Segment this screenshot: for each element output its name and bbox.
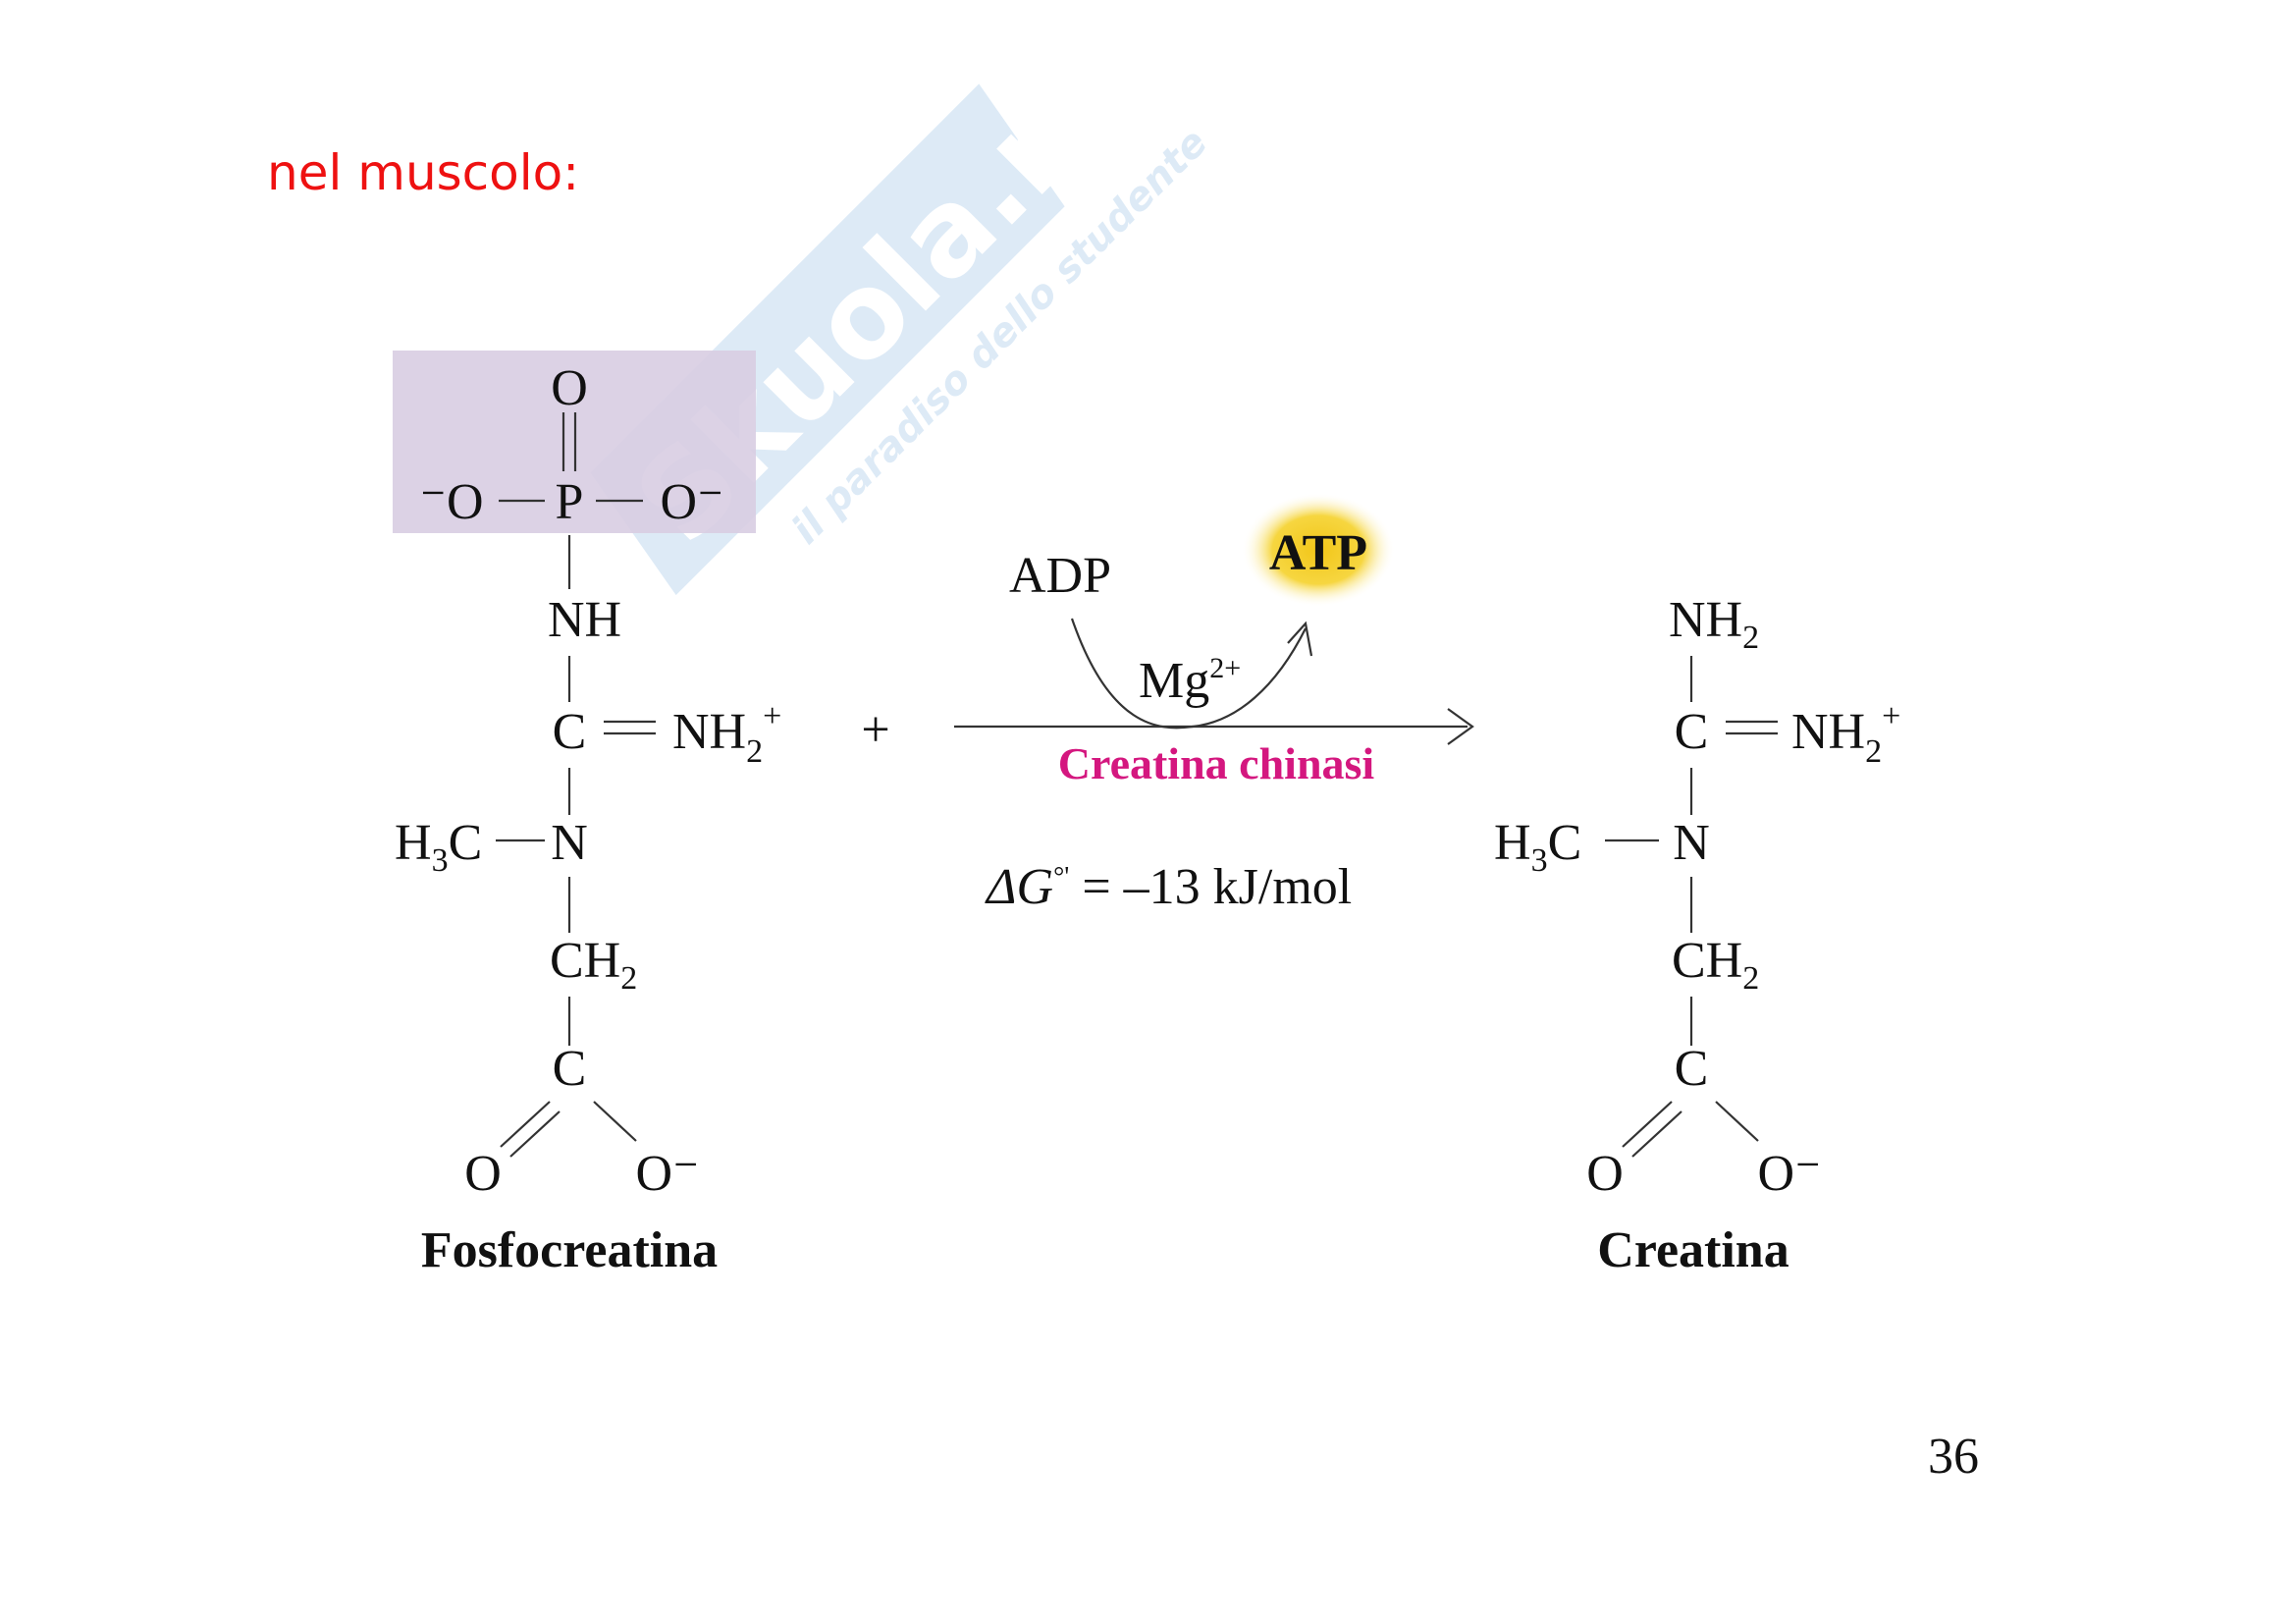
group-ch2: CH2	[550, 933, 637, 997]
watermark-logo: Skuola.net il paradiso dello studente	[590, 0, 1216, 596]
page-number: 36	[1928, 1429, 1979, 1485]
group-nh2-plus: NH2+	[1791, 698, 1900, 770]
slide-title: nel muscolo:	[267, 144, 579, 201]
group-h3c: H3C	[1494, 815, 1581, 879]
atom-n: N	[551, 815, 588, 871]
atom-o-right: O⁻	[661, 474, 724, 530]
group-h3c: H3C	[395, 815, 482, 879]
atom-o-top: O	[551, 360, 588, 416]
group-nh2-plus: NH2+	[672, 698, 781, 770]
group-nh2: NH2	[1669, 592, 1759, 656]
atom-p: P	[556, 474, 584, 530]
adp-label: ADP	[1009, 548, 1111, 604]
reactant-name: Fosfocreatina	[421, 1222, 718, 1278]
atom-o-left: ⁻O	[420, 474, 484, 530]
plus-sign: +	[861, 702, 889, 758]
atom-c2: C	[553, 1041, 587, 1097]
atom-n: N	[1673, 815, 1710, 871]
atp-label: ATP	[1269, 525, 1367, 581]
atom-o-minus: O⁻	[1758, 1146, 1822, 1202]
atom-c1: C	[1675, 704, 1709, 760]
atom-o-minus: O⁻	[636, 1146, 700, 1202]
delta-g-label: ΔG°' = –13 kJ/mol	[985, 859, 1352, 915]
product-name: Creatina	[1597, 1222, 1789, 1278]
atom-o-bottom: O	[1586, 1146, 1624, 1202]
atp-glow	[1242, 493, 1395, 607]
atom-c2: C	[1675, 1041, 1709, 1097]
atom-nh: NH	[548, 592, 621, 648]
reactant-fosfocreatina: O ⁻O P O⁻ NH C NH2+ H3C N CH2 C O O⁻ Fos…	[395, 360, 781, 1278]
enzyme-label: Creatina chinasi	[1058, 738, 1375, 788]
atom-c1: C	[553, 704, 587, 760]
group-ch2: CH2	[1672, 933, 1759, 997]
product-creatina: NH2 C NH2+ H3C N CH2 C O O⁻ Creatina	[1494, 592, 1900, 1278]
reaction-arrow: ADP ATP Mg2+ Creatina chinasi ΔG°' = –13…	[954, 493, 1474, 915]
atom-o-bottom: O	[464, 1146, 502, 1202]
mg-ion-label: Mg2+	[1139, 652, 1241, 709]
